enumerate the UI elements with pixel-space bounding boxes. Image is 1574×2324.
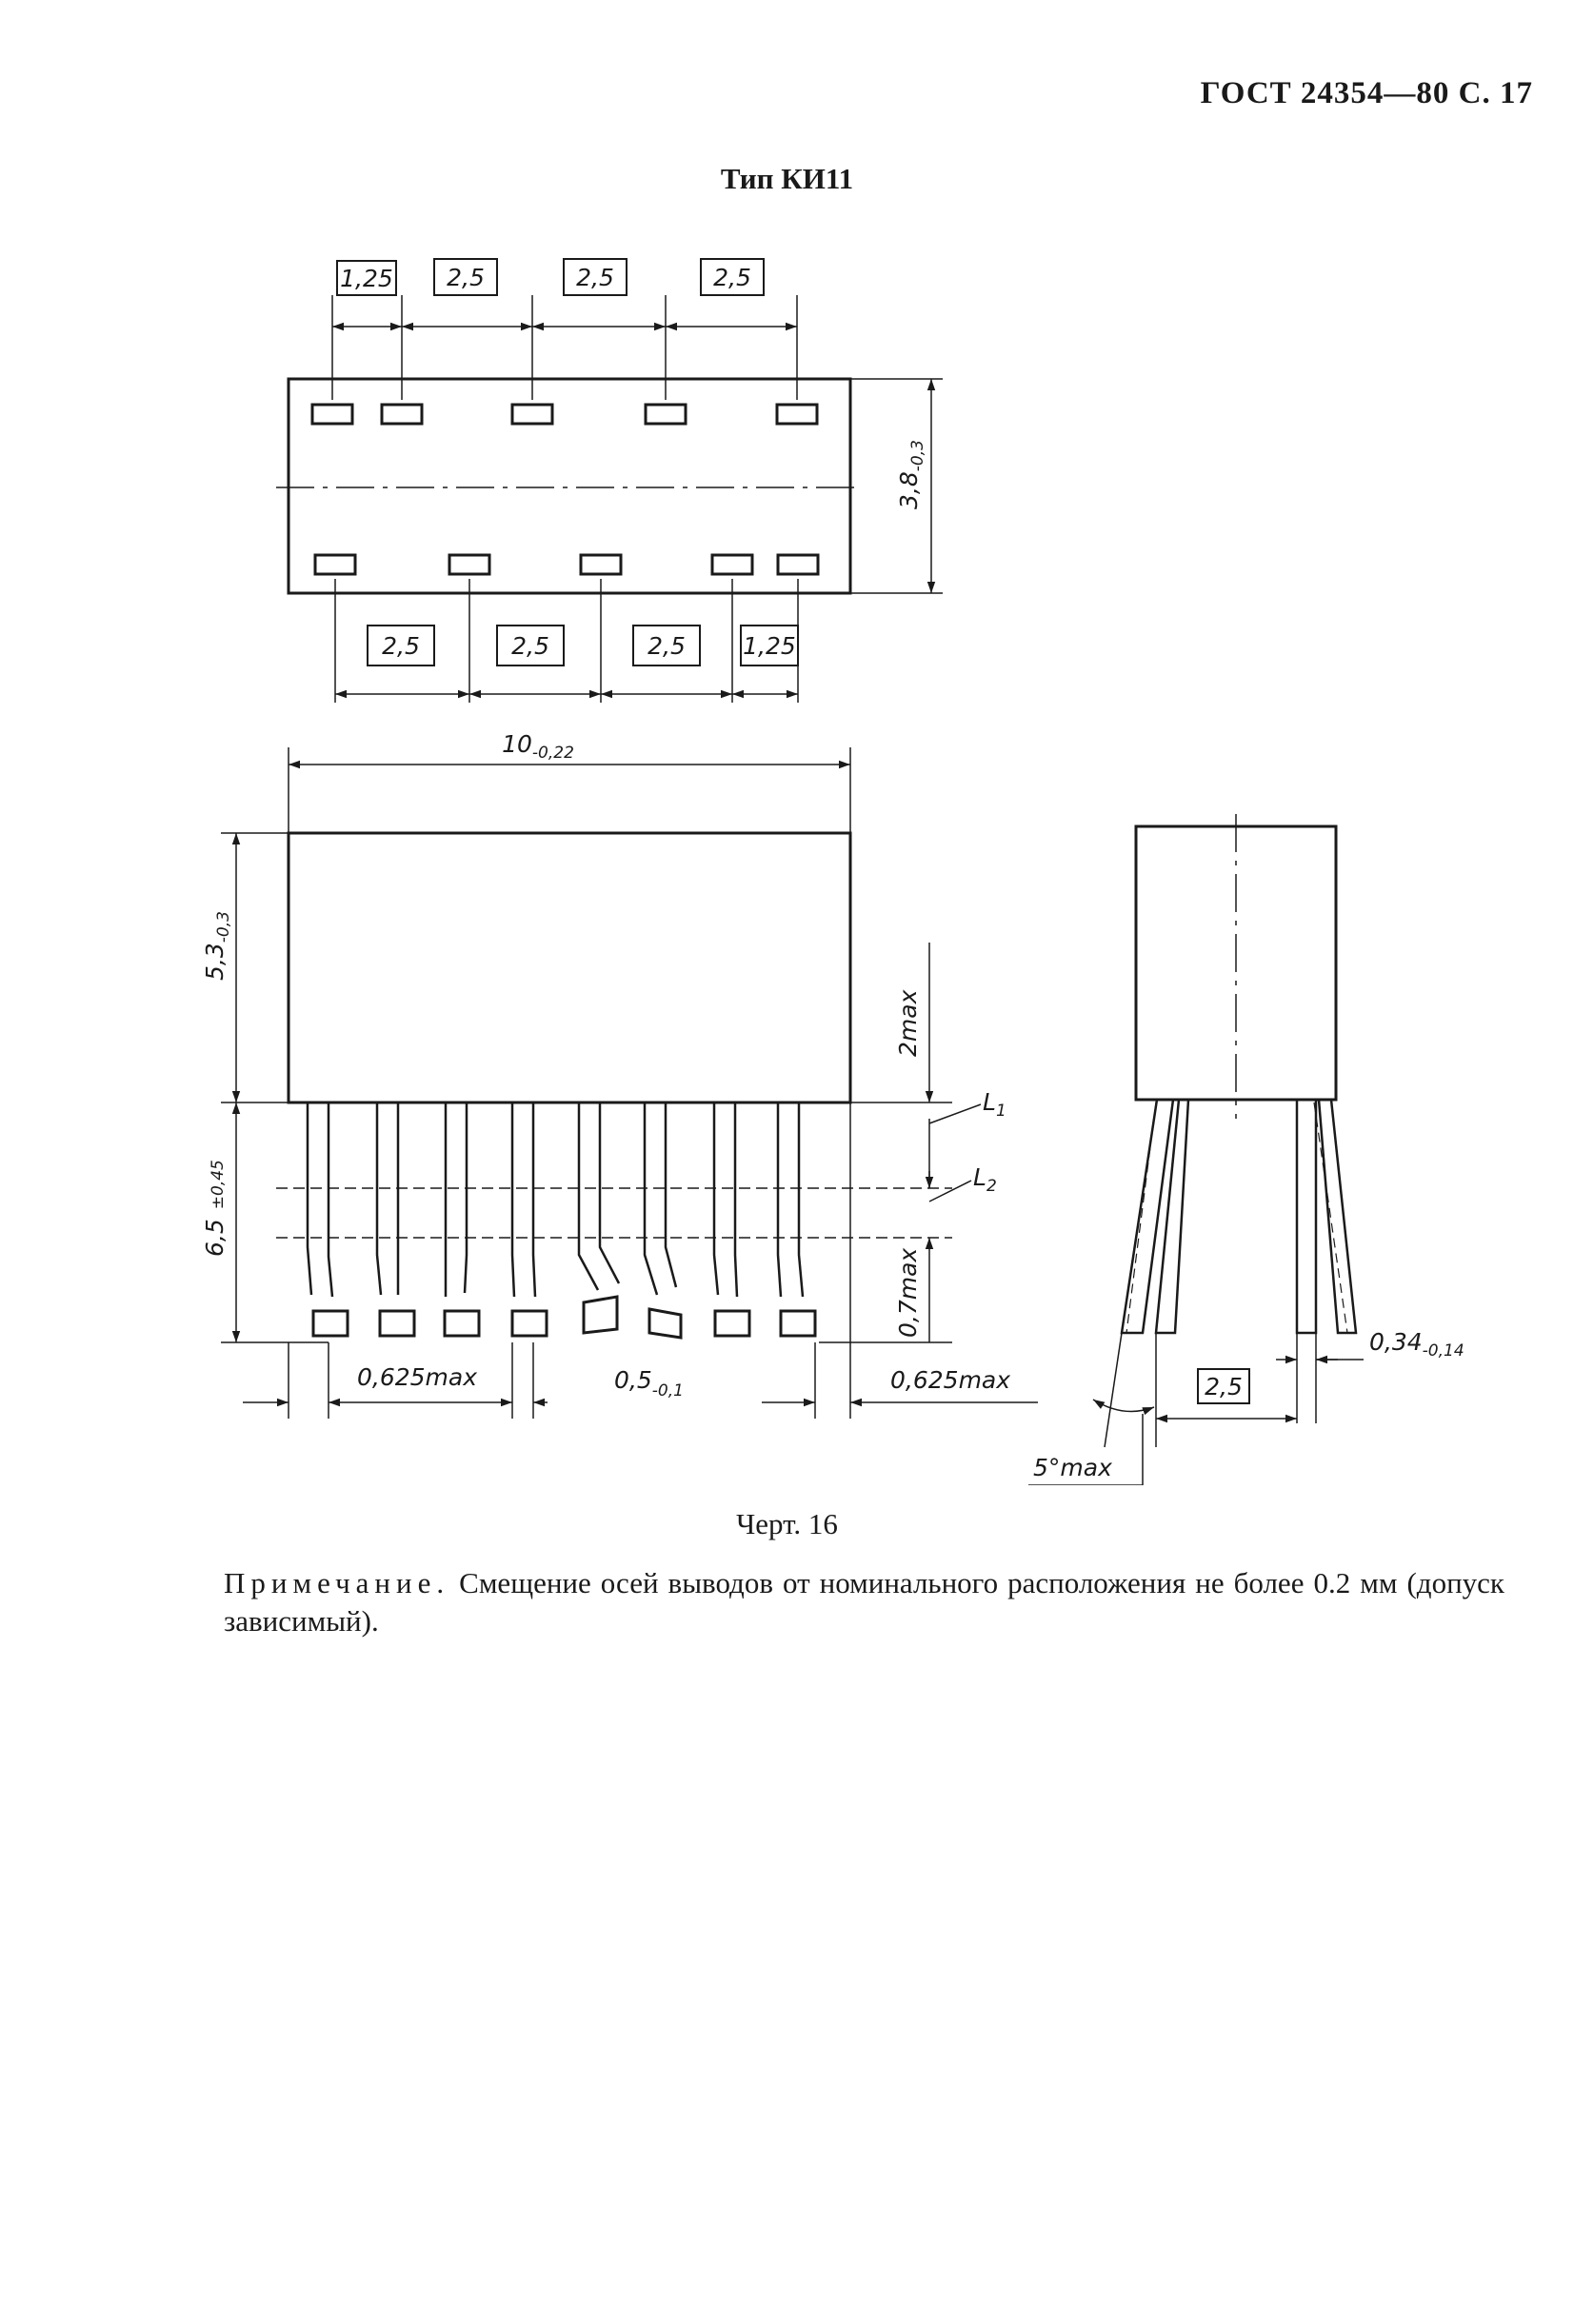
top-pitch-2: 2,5	[447, 264, 485, 291]
top-view: 1,25 2,5 2,5 2,5	[276, 258, 943, 703]
page-header: ГОСТ 24354—80 С. 17	[1200, 76, 1533, 110]
top-pitch-4: 2,5	[713, 264, 751, 291]
body-height: 5,3-0,3	[201, 911, 233, 981]
side-pitch: 2,5	[1205, 1373, 1243, 1400]
bottom-pitch-labels: 2,5 2,5 2,5 1,25	[367, 625, 799, 666]
lead-tips	[311, 1295, 817, 1340]
leads	[306, 1102, 805, 1298]
side-view: 0,34-0,14 2,5 5°max	[1028, 814, 1464, 1485]
lead-width: 0,5-0,1	[614, 1366, 684, 1400]
top-pitch-labels: 1,25 2,5 2,5 2,5	[336, 258, 765, 296]
l2-label: L2	[973, 1163, 997, 1196]
note-label: Примечание.	[224, 1566, 450, 1599]
side-thickness: 0,34-0,14	[1369, 1328, 1464, 1361]
note-text: Смещение осей выводов от номинального ра…	[224, 1566, 1504, 1638]
overall-length: 10-0,22	[502, 730, 574, 763]
note-paragraph: Примечание. Смещение осей выводов от ном…	[224, 1564, 1504, 1640]
technical-drawing: 1,25 2,5 2,5 2,5	[201, 258, 1464, 1485]
figure-caption: Черт. 16	[736, 1507, 838, 1540]
bottom-pitch-1: 2,5	[382, 632, 420, 660]
left-offset: 0,625max	[357, 1363, 477, 1391]
figure-title: Тип КИ11	[720, 162, 854, 195]
angle-label: 5°max	[1033, 1454, 1112, 1481]
bottom-pitch-3: 2,5	[648, 632, 686, 660]
top-pitch-1: 1,25	[340, 265, 393, 292]
top-view-height: 3,8-0,3	[895, 440, 927, 509]
two-max: 2max	[894, 989, 922, 1057]
bottom-row-pads	[313, 553, 820, 576]
top-pitch-3: 2,5	[576, 264, 614, 291]
front-view: 10-0,22 5,3-0,3 6,5±0,45	[201, 730, 1038, 1419]
bottom-pitch-2: 2,5	[511, 632, 549, 660]
l1-label: L1	[983, 1088, 1006, 1121]
seven-max: 0,7max	[894, 1248, 922, 1338]
bottom-pitch-4: 1,25	[743, 632, 796, 660]
lead-length: 6,5±0,45	[201, 1160, 229, 1257]
top-row-pads	[310, 403, 819, 426]
right-offset: 0,625max	[890, 1366, 1010, 1394]
